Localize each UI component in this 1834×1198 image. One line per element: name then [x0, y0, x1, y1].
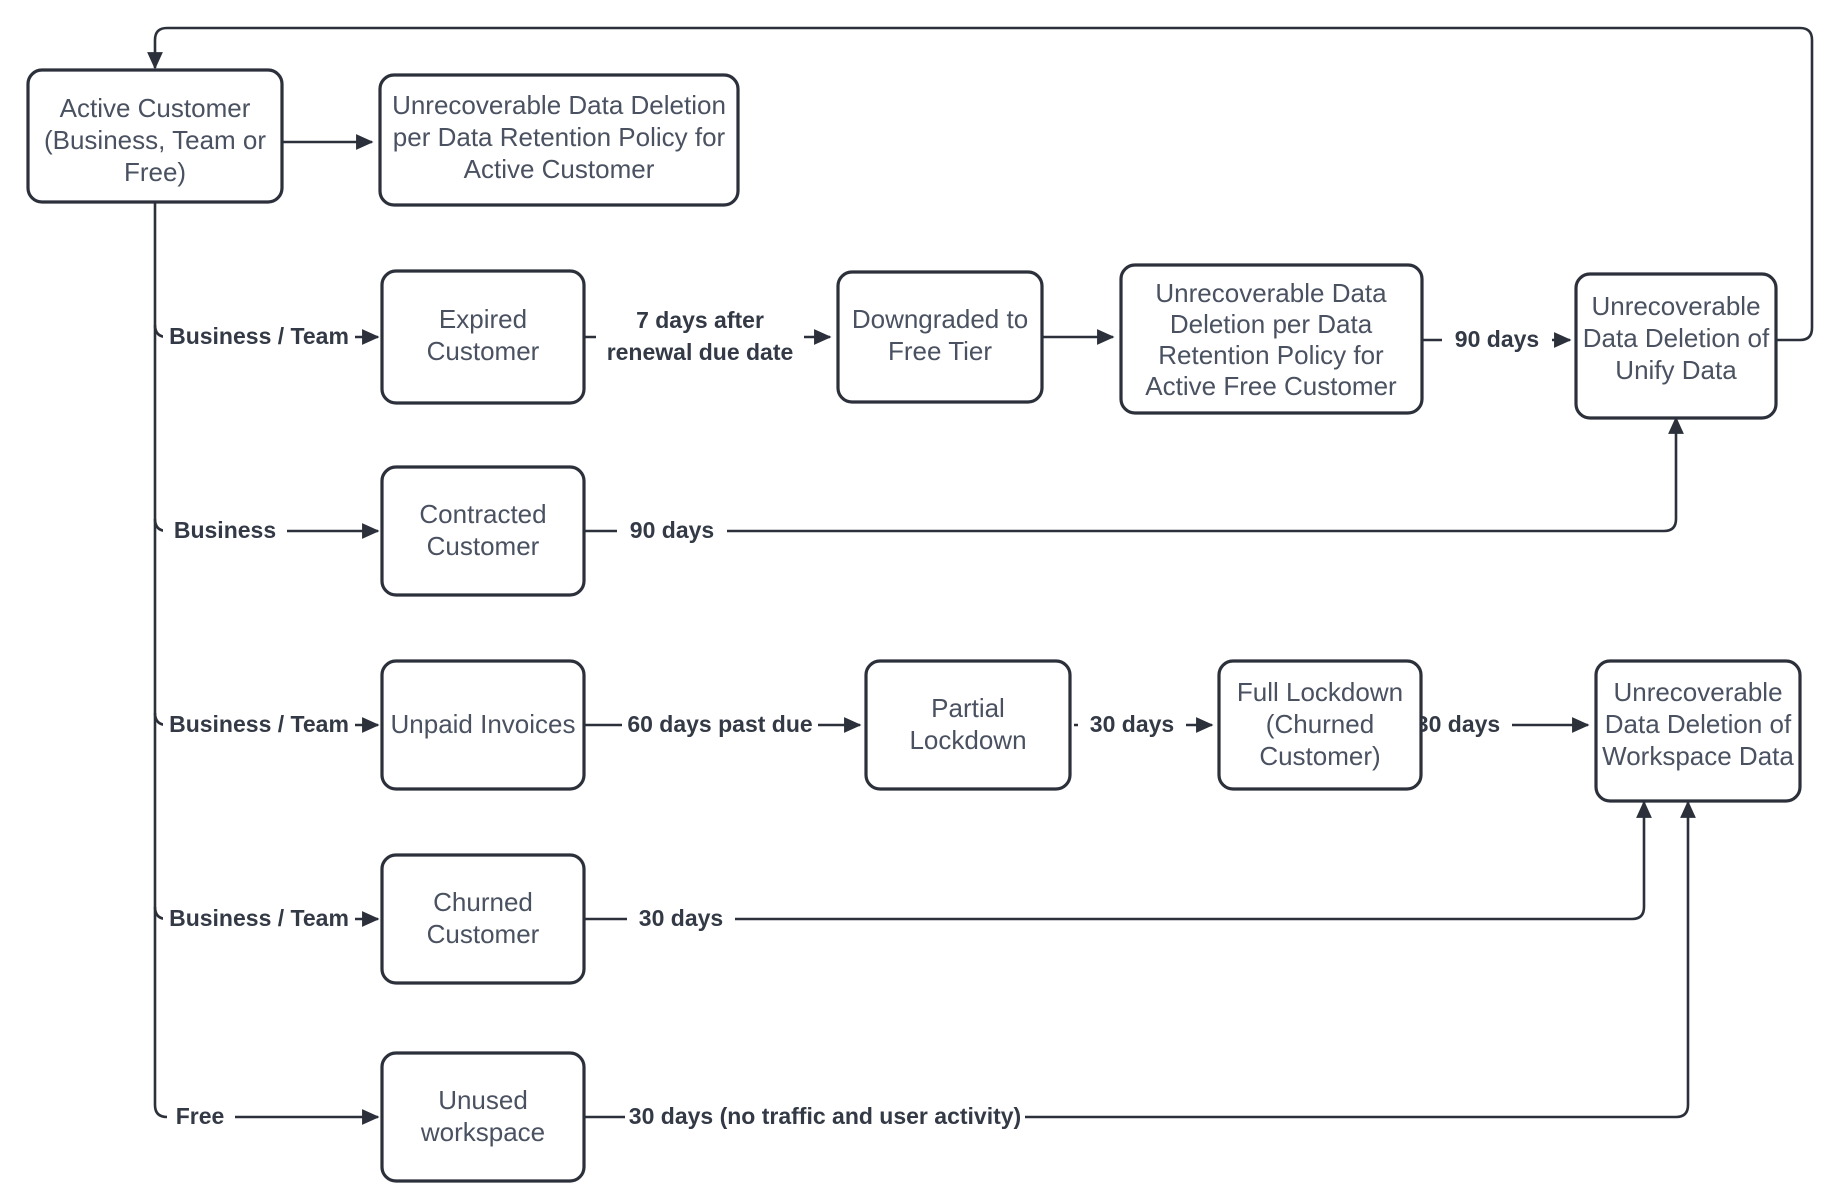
label-bg-churned-to-workspace — [627, 902, 735, 936]
node-active-customer[interactable]: Active Customer (Business, Team or Free) — [26, 68, 284, 204]
label-bg-free-deletion-to-unify — [1442, 323, 1552, 357]
node-deletion-active-free-customer[interactable]: Unrecoverable Data Deletion per Data Ret… — [1119, 263, 1424, 415]
node-unpaid-invoices-shape — [380, 659, 586, 791]
label-bg-branch-churned — [163, 902, 355, 936]
node-partial-lockdown-shape — [864, 659, 1072, 791]
node-deletion-unify-data-line2: Data Deletion of — [1583, 323, 1770, 353]
node-active-customer-line3: Free) — [124, 157, 186, 187]
node-deletion-workspace-data[interactable]: Unrecoverable Data Deletion of Workspace… — [1594, 659, 1802, 803]
node-downgraded-free-tier[interactable]: Downgraded to Free Tier — [836, 270, 1044, 404]
label-bg-branch-unpaid — [163, 708, 355, 742]
node-expired-customer-line1: Expired — [439, 304, 527, 334]
node-downgraded-free-tier-shape — [836, 270, 1044, 404]
label-bg-unpaid-to-partial — [622, 708, 818, 742]
node-unpaid-invoices-line1: Unpaid Invoices — [391, 709, 576, 739]
edge-contracted-to-unify — [584, 416, 1684, 533]
node-deletion-workspace-data-shape — [1594, 659, 1802, 803]
edge-label-branch-contracted: Business — [174, 517, 276, 543]
node-churned-customer-line1: Churned — [433, 887, 533, 917]
node-partial-lockdown-line1: Partial — [931, 693, 1005, 723]
node-deletion-unify-data[interactable]: Unrecoverable Data Deletion of Unify Dat… — [1574, 272, 1778, 420]
label-bg-expired-to-downgraded — [596, 300, 804, 376]
node-deletion-unify-data-line3: Unify Data — [1615, 355, 1737, 385]
edge-label-free-deletion-to-unify: 90 days — [1455, 326, 1539, 352]
edge-active-customer-spine — [153, 201, 180, 1119]
label-bg-branch-unused — [167, 1100, 235, 1134]
label-bg-branch-contracted — [163, 514, 287, 548]
node-contracted-customer[interactable]: Contracted Customer — [380, 465, 586, 597]
node-active-customer-shape — [26, 68, 284, 204]
node-full-lockdown-line2: (Churned — [1266, 709, 1374, 739]
edge-label-branch-churned: Business / Team — [169, 905, 349, 931]
node-contracted-customer-line1: Contracted — [419, 499, 546, 529]
edge-label-churned-to-workspace: 30 days — [639, 905, 723, 931]
node-expired-customer-shape — [380, 269, 586, 405]
node-full-lockdown-line1: Full Lockdown — [1237, 677, 1403, 707]
node-deletion-active-free-customer-shape — [1119, 263, 1424, 415]
node-churned-customer-line2: Customer — [427, 919, 540, 949]
node-active-customer-line2: (Business, Team or — [44, 125, 266, 155]
edge-label-branch-expired: Business / Team — [169, 323, 349, 349]
node-full-lockdown-line3: Customer) — [1259, 741, 1380, 771]
node-deletion-active-customer-shape — [378, 73, 740, 207]
node-unused-workspace[interactable]: Unused workspace — [380, 1051, 586, 1183]
edge-label-unused-to-workspace: 30 days (no traffic and user activity) — [629, 1103, 1021, 1129]
node-deletion-unify-data-shape — [1574, 272, 1778, 420]
node-unused-workspace-line1: Unused — [438, 1085, 528, 1115]
edge-label-full-to-workspace: 30 days — [1416, 711, 1500, 737]
label-bg-branch-expired — [163, 320, 355, 354]
node-unused-workspace-line2: workspace — [420, 1117, 545, 1147]
node-deletion-active-customer[interactable]: Unrecoverable Data Deletion per Data Ret… — [378, 73, 740, 207]
edge-label-contracted-to-unify: 90 days — [630, 517, 714, 543]
node-deletion-unify-data-line1: Unrecoverable — [1591, 291, 1760, 321]
edge-label-branch-unused: Free — [176, 1103, 225, 1129]
edge-label-branch-unpaid: Business / Team — [169, 711, 349, 737]
edge-label-partial-to-full: 30 days — [1090, 711, 1174, 737]
edge-unify-to-active-customer — [147, 26, 1814, 342]
node-expired-customer[interactable]: Expired Customer — [380, 269, 586, 405]
node-downgraded-free-tier-line1: Downgraded to — [852, 304, 1028, 334]
node-partial-lockdown-line2: Lockdown — [909, 725, 1026, 755]
node-deletion-active-free-customer-line2: Deletion per Data — [1170, 309, 1373, 339]
node-partial-lockdown[interactable]: Partial Lockdown — [864, 659, 1072, 791]
node-unpaid-invoices[interactable]: Unpaid Invoices — [380, 659, 586, 791]
node-churned-customer-shape — [380, 853, 586, 985]
label-bg-contracted-to-unify — [617, 514, 727, 548]
node-deletion-active-customer-line2: per Data Retention Policy for — [393, 122, 726, 152]
edge-churned-to-workspace — [584, 800, 1652, 921]
node-full-lockdown[interactable]: Full Lockdown (Churned Customer) — [1217, 659, 1423, 791]
node-deletion-active-free-customer-line3: Retention Policy for — [1158, 340, 1384, 370]
node-churned-customer[interactable]: Churned Customer — [380, 853, 586, 985]
node-deletion-active-free-customer-line4: Active Free Customer — [1145, 371, 1397, 401]
node-contracted-customer-line2: Customer — [427, 531, 540, 561]
node-deletion-workspace-data-line3: Workspace Data — [1602, 741, 1794, 771]
node-active-customer-line1: Active Customer — [60, 93, 251, 123]
edge-label-unpaid-to-partial: 60 days past due — [627, 711, 812, 737]
node-deletion-active-free-customer-line1: Unrecoverable Data — [1155, 278, 1387, 308]
edge-label-expired-to-downgraded-line1: 7 days after — [636, 307, 764, 333]
node-deletion-active-customer-line3: Active Customer — [464, 154, 655, 184]
node-deletion-active-customer-line1: Unrecoverable Data Deletion — [392, 90, 726, 120]
label-bg-unused-to-workspace — [625, 1100, 1025, 1134]
node-downgraded-free-tier-line2: Free Tier — [888, 336, 992, 366]
label-bg-partial-to-full — [1078, 708, 1186, 742]
node-deletion-workspace-data-line1: Unrecoverable — [1613, 677, 1782, 707]
node-contracted-customer-shape — [380, 465, 586, 597]
node-full-lockdown-shape — [1217, 659, 1423, 791]
node-deletion-workspace-data-line2: Data Deletion of — [1605, 709, 1792, 739]
edge-label-expired-to-downgraded-line2: renewal due date — [607, 339, 794, 365]
node-expired-customer-line2: Customer — [427, 336, 540, 366]
node-unused-workspace-shape — [380, 1051, 586, 1183]
edge-unused-to-workspace — [584, 800, 1696, 1119]
